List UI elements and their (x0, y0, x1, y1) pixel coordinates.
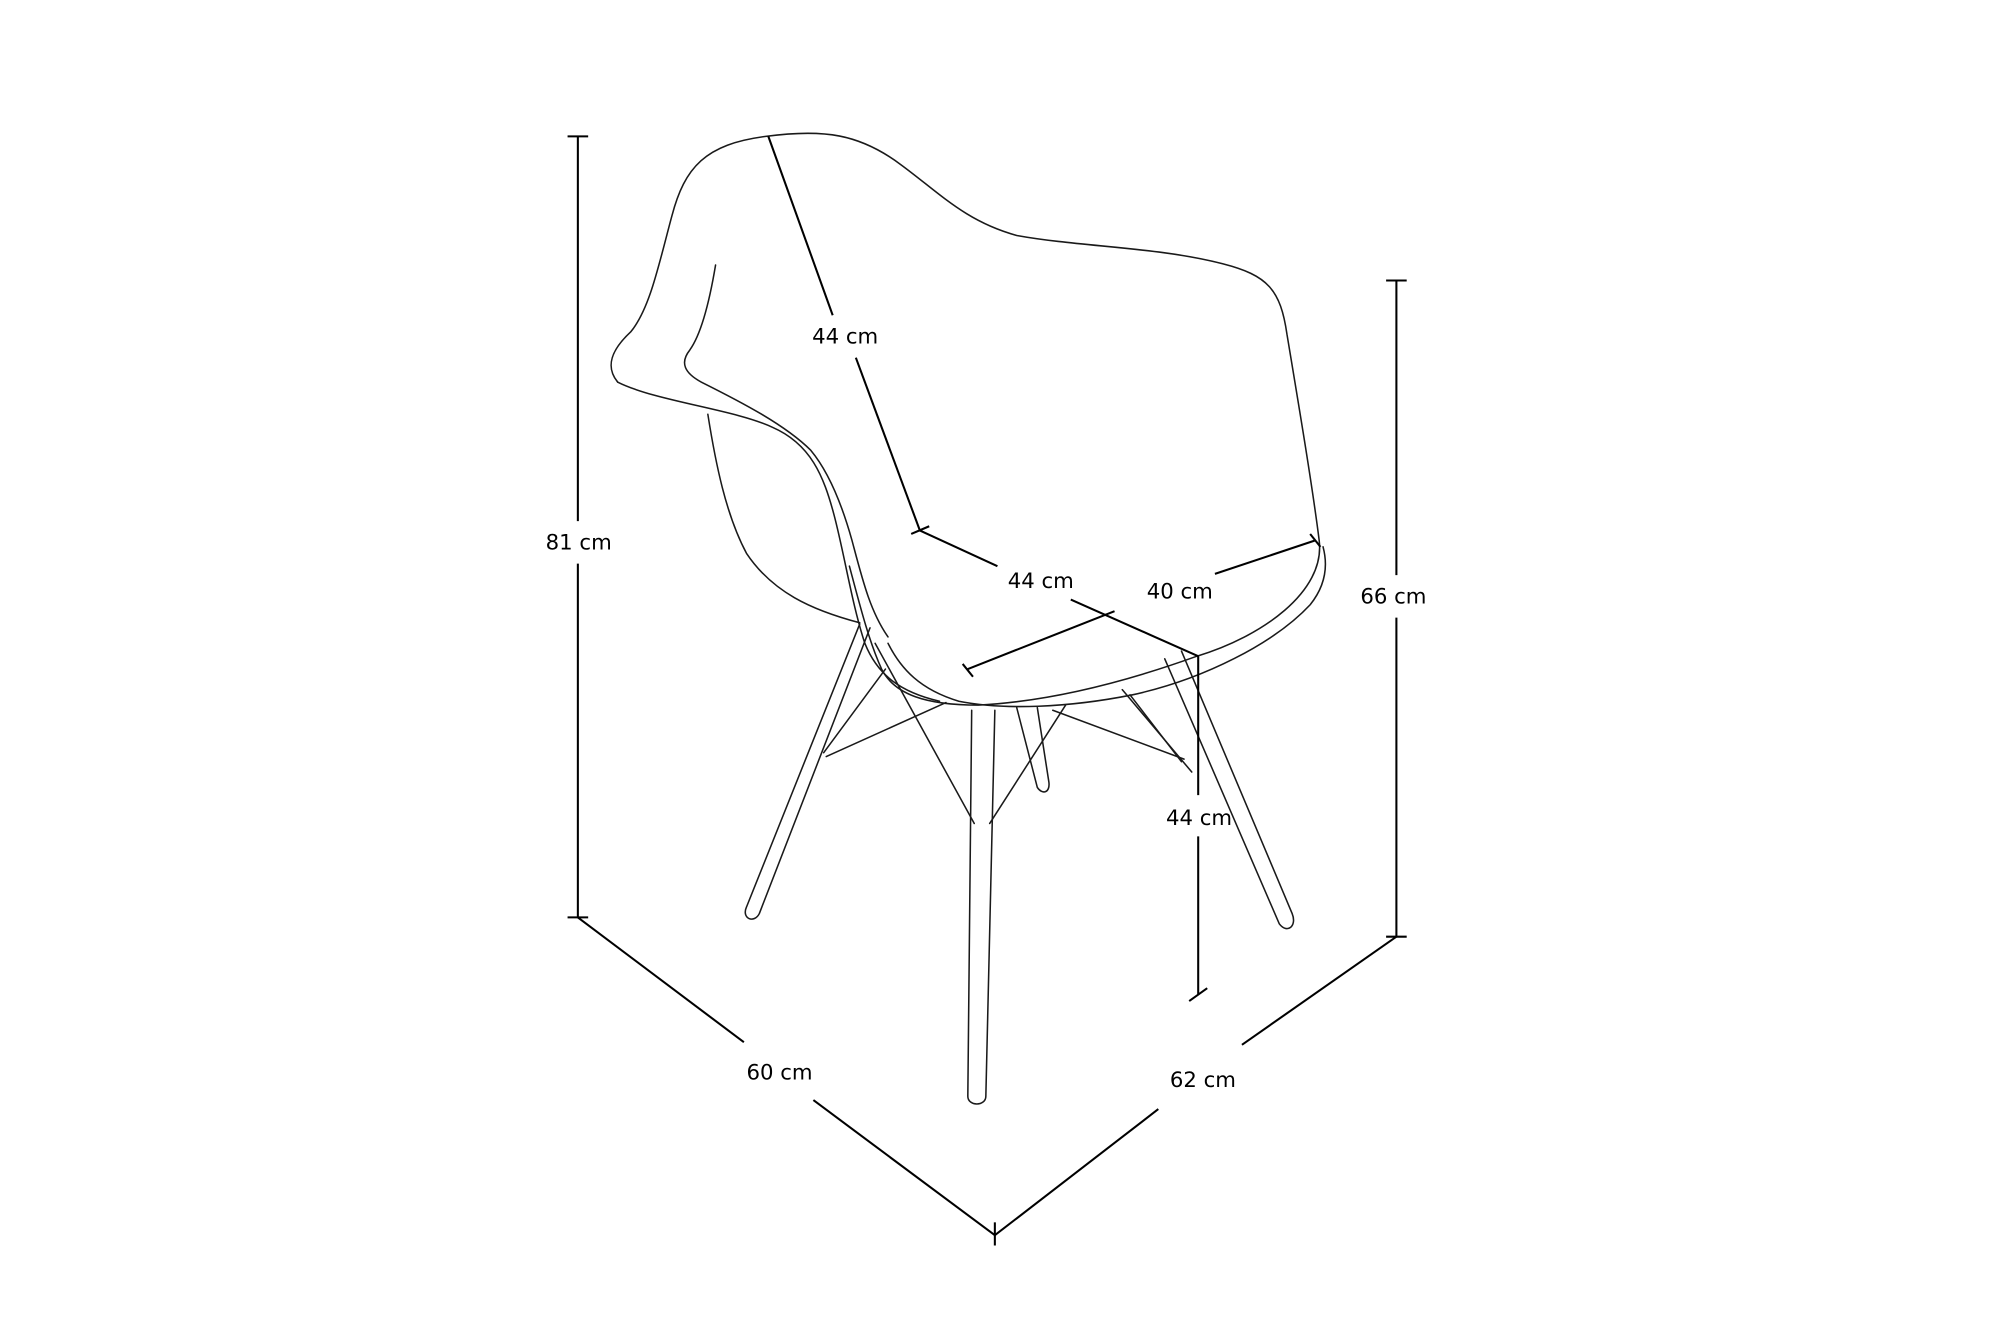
shell-left-arm-inner (683, 264, 889, 638)
leg-front-left (744, 623, 871, 920)
label-total-depth: 62 cm (1170, 1068, 1236, 1093)
wire-strut (874, 642, 976, 825)
wire-strut (825, 701, 947, 758)
shell-seat-front (887, 546, 1327, 708)
chair-shell (610, 132, 1327, 708)
dimension-lines (567, 135, 1407, 1246)
shell-outer-contour (610, 132, 1321, 706)
chair-base (744, 623, 1295, 1105)
dimension-labels: 81 cm 66 cm 44 cm 44 cm 44 cm 40 cm 60 c… (546, 325, 1427, 1094)
leg-front-center (967, 709, 996, 1105)
label-total-height: 81 cm (546, 530, 612, 555)
wire-strut (988, 704, 1067, 825)
shell-left-side (707, 413, 861, 624)
label-total-width: 60 cm (746, 1061, 812, 1086)
wire-strut (1051, 709, 1185, 760)
label-armrest-height: 66 cm (1360, 584, 1426, 609)
shell-left-arm-front (616, 381, 941, 703)
label-seat-width: 40 cm (1147, 579, 1213, 604)
leg-back-center (1015, 706, 1050, 793)
label-seat-depth: 44 cm (1008, 569, 1074, 594)
wire-strut (1121, 688, 1193, 773)
wire-strut (822, 668, 887, 754)
label-seat-height: 44 cm (1166, 806, 1232, 831)
label-backrest-height: 44 cm (812, 325, 878, 350)
leg-back-right (1163, 650, 1295, 930)
